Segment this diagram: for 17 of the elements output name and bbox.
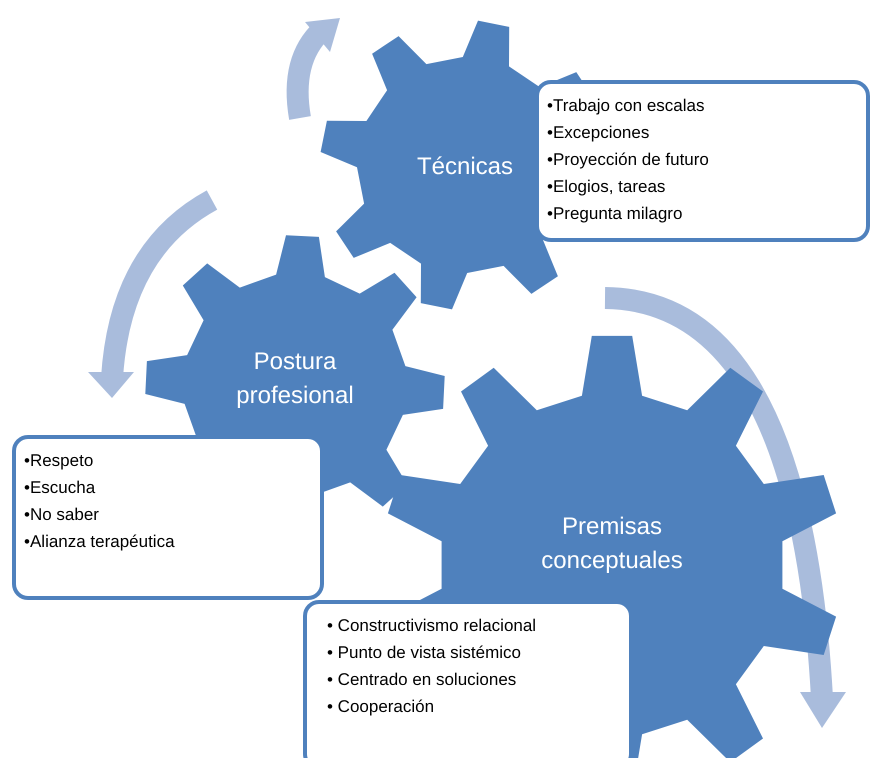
list-item: •Proyección de futuro (547, 149, 709, 171)
list-item: • Constructivismo relacional (327, 615, 536, 637)
list-item: •Respeto (24, 450, 94, 472)
list-item: •No saber (24, 504, 99, 526)
list-item: • Centrado en soluciones (327, 669, 516, 691)
list-item: •Elogios, tareas (547, 176, 666, 198)
list-item: • Punto de vista sistémico (327, 642, 521, 664)
gear-label: Postura profesional (235, 347, 355, 411)
list-item: • Cooperación (327, 696, 434, 718)
text-box (12, 435, 324, 600)
list-item: •Excepciones (547, 122, 650, 144)
gear-label: Premisas conceptuales (540, 512, 684, 576)
list-item: •Trabajo con escalas (547, 95, 704, 117)
list-item: •Pregunta milagro (547, 203, 682, 225)
list-item: •Alianza terapéutica (24, 531, 175, 553)
text-box (535, 80, 870, 242)
list-item: •Escucha (24, 477, 96, 499)
